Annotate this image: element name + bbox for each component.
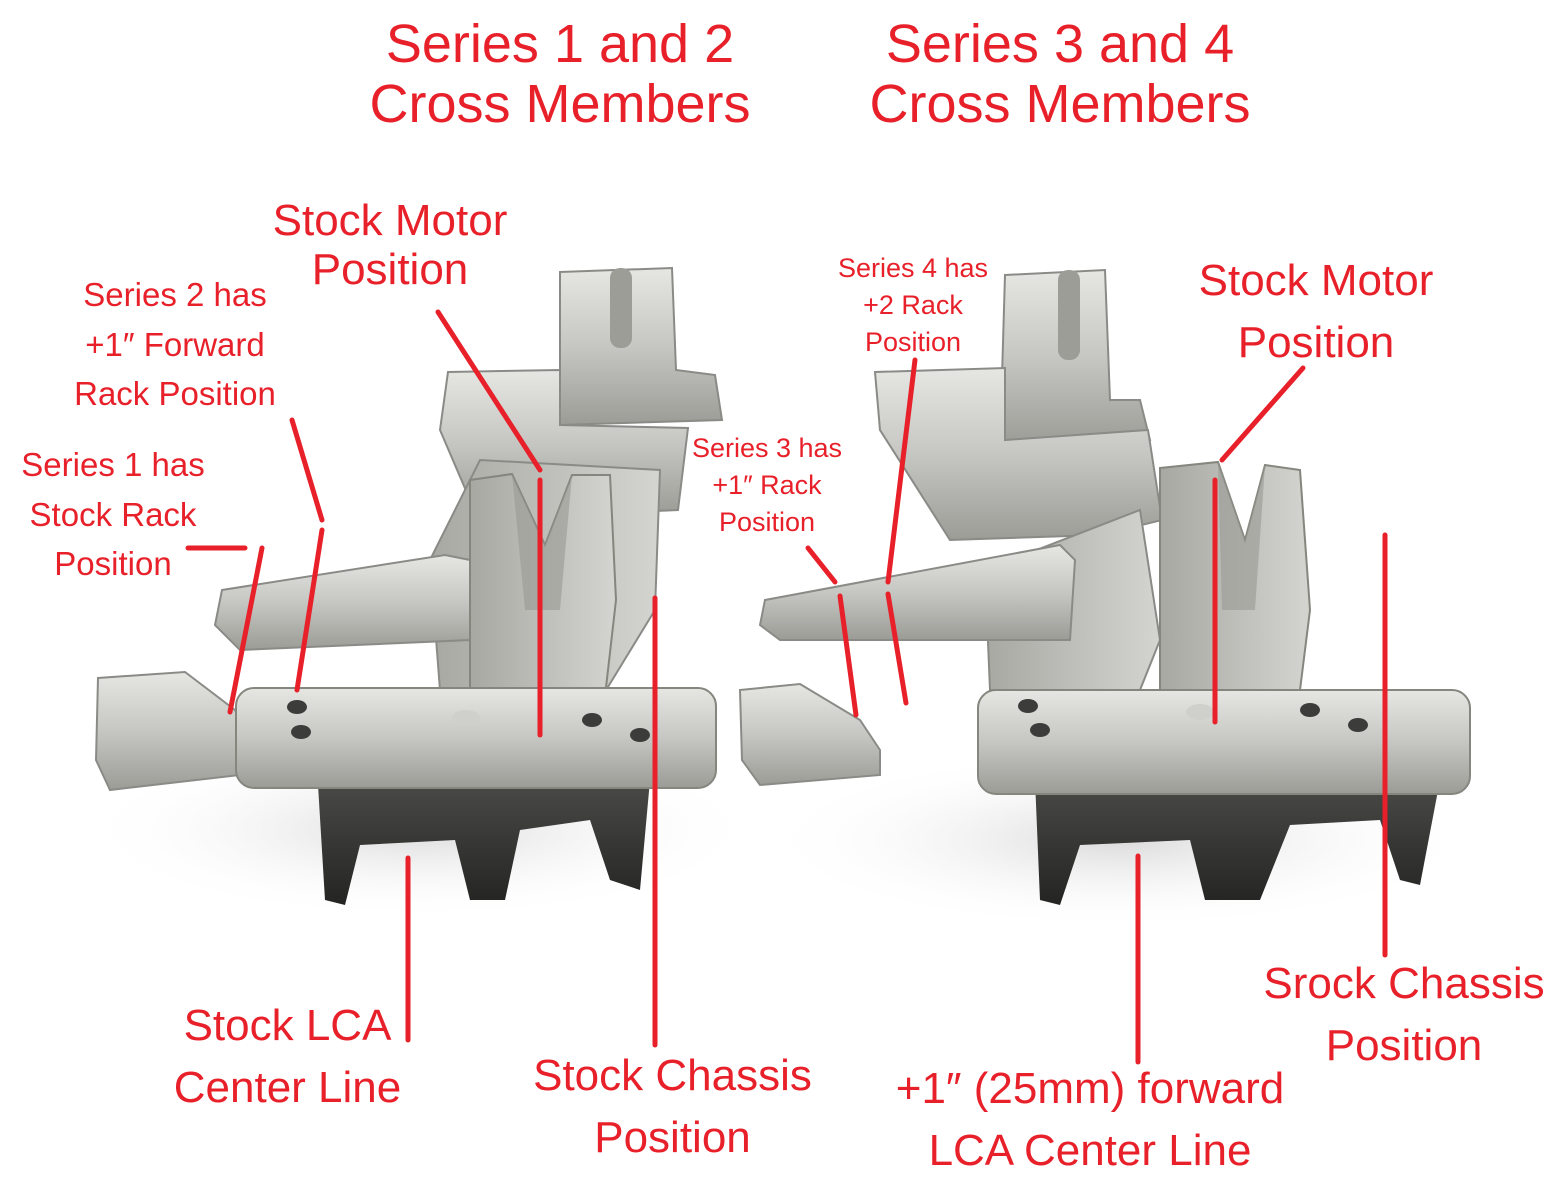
right-series4-leader-low: [885, 591, 909, 706]
left-series2-leader-low: [294, 527, 325, 693]
heading-line: Series 1 and 2: [385, 14, 735, 74]
label-line: Stock Motor: [1198, 256, 1434, 305]
left-series2-leader: [289, 417, 325, 523]
label-series-3-rack: Series 3 has +1″ Rack Position: [682, 430, 852, 541]
label-line: Series 2 has: [83, 276, 267, 313]
label-right-stock-chassis: Srock Chassis Position: [1252, 953, 1556, 1078]
heading-series-3-4: Series 3 and 4 Cross Members: [830, 14, 1290, 135]
right-series3-leader-low: [837, 593, 859, 718]
label-line: Srock Chassis: [1263, 959, 1545, 1008]
label-line: Series 3 has: [691, 433, 843, 463]
label-line: Series 4 has: [837, 253, 989, 283]
heading-line: Cross Members: [369, 74, 751, 135]
label-line: Center Line: [173, 1063, 402, 1113]
right-motor-leader: [1219, 365, 1306, 463]
label-line: Position: [864, 326, 962, 357]
label-left-stock-chassis: Stock Chassis Position: [520, 1045, 825, 1170]
label-line: +1″ (25mm) forward: [895, 1064, 1285, 1113]
label-line: +1″ Rack: [712, 469, 822, 500]
label-right-stock-motor: Stock Motor Position: [1176, 250, 1456, 375]
label-line: Position: [311, 245, 469, 295]
heading-series-1-2: Series 1 and 2 Cross Members: [330, 14, 790, 135]
label-stock-lca-center-line: Stock LCA Center Line: [150, 995, 425, 1120]
label-left-stock-motor: Stock Motor Position: [250, 196, 530, 295]
right-series4-leader: [885, 357, 918, 585]
leader-lines: [185, 309, 1388, 1065]
label-line: Stock Chassis: [533, 1051, 812, 1100]
label-line: LCA Center Line: [928, 1126, 1252, 1176]
label-series-1-rack: Series 1 has Stock Rack Position: [0, 440, 226, 589]
left-motor-leader: [435, 309, 543, 473]
label-line: Rack Position: [74, 375, 276, 412]
label-line: Position: [1237, 318, 1395, 368]
heading-line: Cross Members: [869, 74, 1251, 135]
label-line: Position: [718, 506, 816, 537]
label-line: Stock LCA: [183, 1001, 392, 1050]
right-series3-leader: [805, 545, 838, 585]
right-cross-member: [738, 268, 1480, 930]
label-line: Stock Motor: [272, 196, 508, 245]
label-line: +2 Rack: [863, 289, 963, 320]
label-series-2-rack: Series 2 has +1″ Forward Rack Position: [50, 270, 300, 419]
label-line: Position: [54, 545, 172, 582]
label-series-4-rack: Series 4 has +2 Rack Position: [828, 250, 998, 361]
label-line: Position: [1325, 1021, 1483, 1071]
heading-line: Series 3 and 4: [885, 14, 1235, 74]
label-line: Series 1 has: [21, 446, 205, 483]
label-forward-lca-center-line: +1″ (25mm) forward LCA Center Line: [860, 1058, 1320, 1183]
left-cross-member: [80, 266, 760, 920]
label-line: Stock Rack: [29, 495, 197, 533]
left-series1-leader-low: [227, 545, 265, 715]
label-line: +1″ Forward: [85, 325, 265, 363]
label-line: Position: [594, 1113, 751, 1163]
